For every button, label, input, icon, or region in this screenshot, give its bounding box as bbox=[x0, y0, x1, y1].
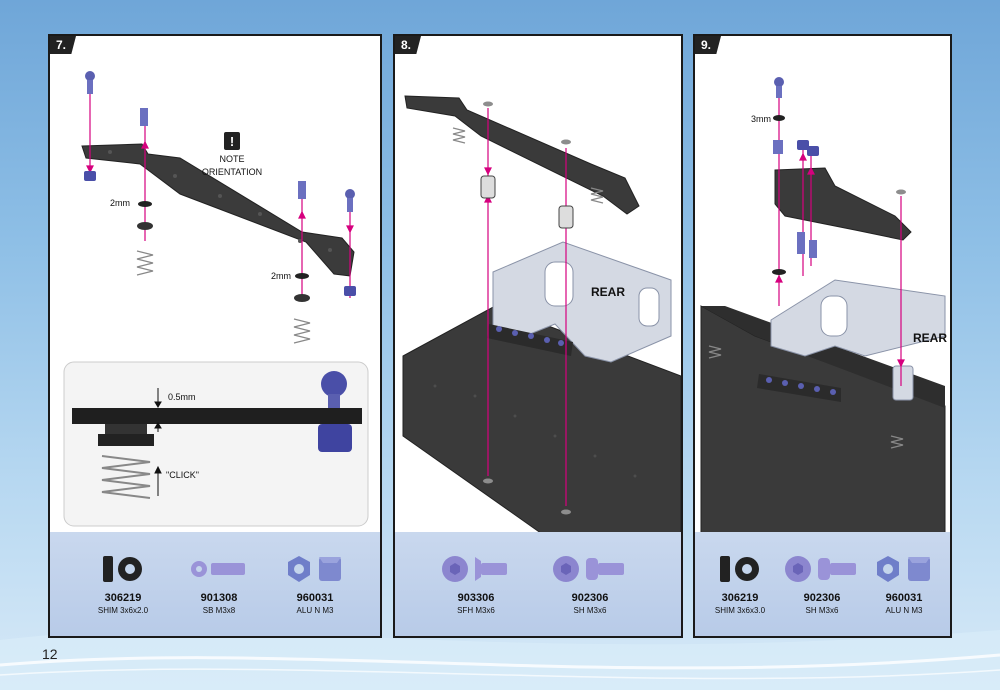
part-code: 902306 bbox=[803, 592, 841, 604]
part-item: 960031 ALU N M3 bbox=[859, 552, 949, 615]
rear-label: REAR bbox=[591, 285, 625, 299]
note-line-2: ORIENTATION bbox=[202, 167, 262, 177]
step-7-panel: 7. bbox=[48, 34, 382, 638]
step-8-panel: 8. REAR bbox=[393, 34, 683, 638]
shim-icon bbox=[78, 552, 168, 586]
step-number: 9. bbox=[695, 36, 722, 54]
page-number: 12 bbox=[42, 646, 58, 662]
spacer-label: 3mm bbox=[751, 114, 771, 124]
spacer-label-left: 2mm bbox=[110, 198, 130, 208]
nut-icon bbox=[270, 552, 360, 586]
step-number: 7. bbox=[50, 36, 77, 54]
part-code: 306219 bbox=[104, 592, 142, 604]
step-number: 8. bbox=[395, 36, 422, 54]
part-desc: SB M3x8 bbox=[202, 606, 236, 615]
step-9-drawing: 3mm REAR bbox=[700, 77, 947, 536]
socket-head-screw-icon bbox=[545, 552, 635, 586]
ball-stud-icon bbox=[85, 71, 95, 94]
step-9-panel: 9. 3mm REAR bbox=[693, 34, 952, 638]
ball-stud-icon bbox=[174, 552, 264, 586]
parts-bar-step-9: 306219 SHIM 3x6x3.0 902306 SH M3x6 96003… bbox=[695, 532, 950, 636]
parts-bar-step-7: 306219 SHIM 3x6x2.0 901308 SB M3x8 96003… bbox=[50, 532, 380, 636]
part-item: 902306 SH M3x6 bbox=[545, 552, 635, 615]
flat-head-screw-icon bbox=[431, 552, 521, 586]
part-item: 902306 SH M3x6 bbox=[777, 552, 867, 615]
part-code: 903306 bbox=[457, 592, 495, 604]
part-item: 903306 SFH M3x6 bbox=[431, 552, 521, 615]
shim-icon bbox=[695, 552, 785, 586]
part-desc: SHIM 3x6x3.0 bbox=[714, 606, 766, 615]
part-desc: SHIM 3x6x2.0 bbox=[97, 606, 149, 615]
part-item: 306219 SHIM 3x6x2.0 bbox=[78, 552, 168, 615]
svg-text:!: ! bbox=[230, 134, 234, 149]
part-code: 960031 bbox=[296, 592, 334, 604]
nut-icon bbox=[859, 552, 949, 586]
part-item: 901308 SB M3x8 bbox=[174, 552, 264, 615]
part-code: 902306 bbox=[571, 592, 609, 604]
part-code: 960031 bbox=[885, 592, 923, 604]
part-code: 306219 bbox=[721, 592, 759, 604]
socket-head-screw-icon bbox=[777, 552, 867, 586]
step-7-drawing: ! NOTE ORIENTATION 2mm 2mm 0.5mm "CLICK" bbox=[63, 71, 369, 527]
part-code: 901308 bbox=[200, 592, 238, 604]
part-desc: ALU N M3 bbox=[296, 606, 334, 615]
step-8-drawing: REAR bbox=[402, 95, 681, 536]
part-item: 960031 ALU N M3 bbox=[270, 552, 360, 615]
parts-bar-step-8: 903306 SFH M3x6 902306 SH M3x6 bbox=[395, 532, 681, 636]
part-desc: ALU N M3 bbox=[885, 606, 923, 615]
spacer-label-right: 2mm bbox=[271, 271, 291, 281]
note-line-1: NOTE bbox=[219, 154, 244, 164]
rear-label: REAR bbox=[913, 331, 947, 345]
detail-gap-label: 0.5mm bbox=[168, 392, 196, 402]
part-desc: SH M3x6 bbox=[573, 606, 607, 615]
part-desc: SFH M3x6 bbox=[457, 606, 495, 615]
detail-click-label: "CLICK" bbox=[166, 470, 199, 480]
part-desc: SH M3x6 bbox=[805, 606, 839, 615]
part-item: 306219 SHIM 3x6x3.0 bbox=[695, 552, 785, 615]
